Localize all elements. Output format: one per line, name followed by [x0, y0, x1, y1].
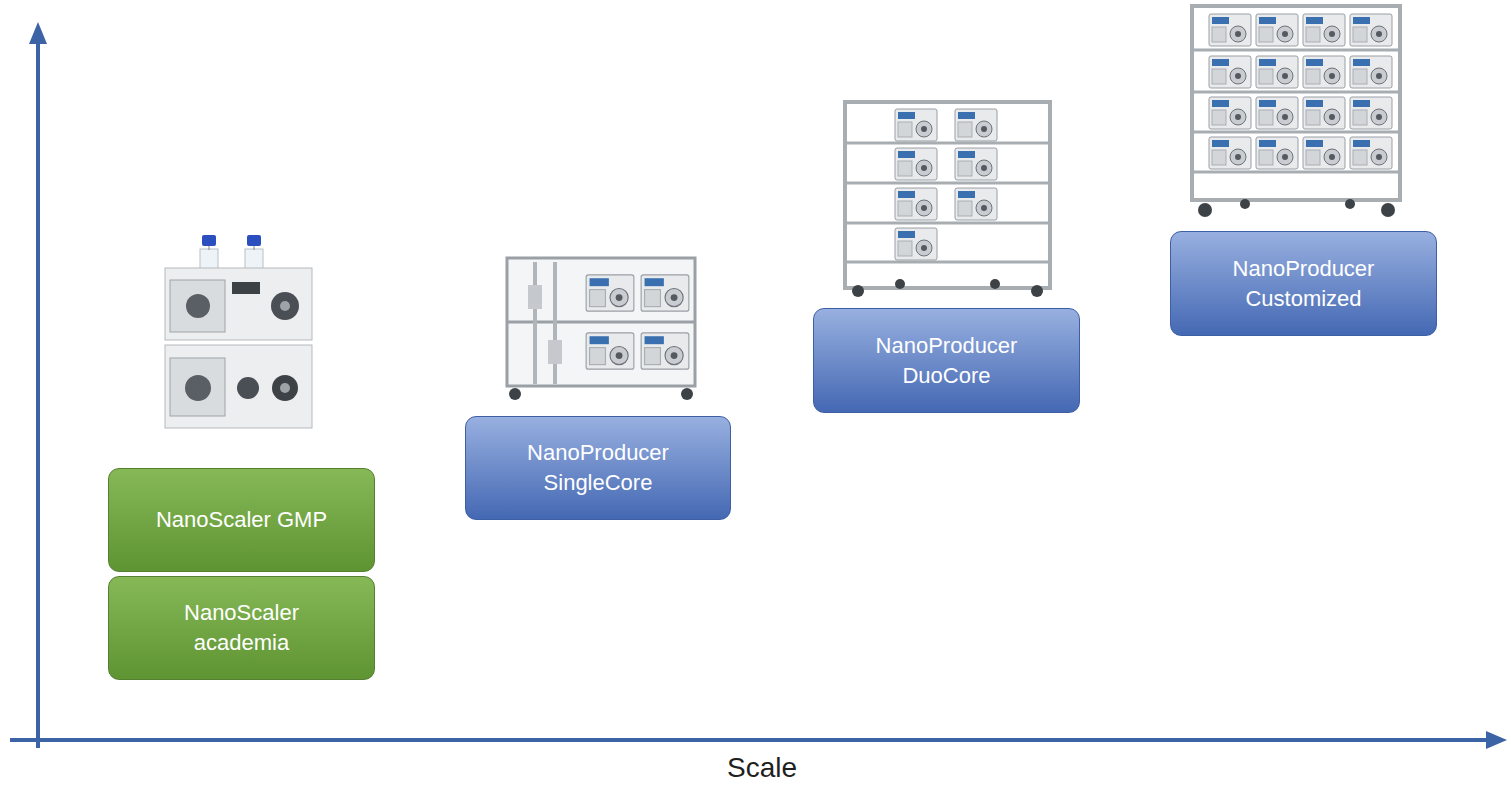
product-name: NanoScaler academia [167, 598, 317, 658]
product-box: NanoScaler academia [108, 576, 375, 680]
product-name: NanoProducer SingleCore [508, 438, 688, 498]
nanoscaler-instrument [165, 235, 312, 428]
product-box: NanoProducer DuoCore [813, 308, 1080, 413]
product-box: NanoScaler GMP [108, 468, 375, 572]
product-name: NanoProducer DuoCore [857, 331, 1037, 391]
singlecore-frame [507, 258, 695, 400]
axis-label: Scale [612, 752, 912, 784]
product-name: NanoScaler GMP [156, 505, 327, 535]
customized-rack [1192, 6, 1400, 217]
product-box: NanoProducer Customized [1170, 231, 1437, 336]
product-box: NanoProducer SingleCore [465, 416, 731, 520]
x-axis [10, 731, 1507, 749]
product-name: NanoProducer Customized [1214, 254, 1394, 314]
duocore-cart [845, 102, 1050, 297]
y-axis [29, 22, 47, 748]
